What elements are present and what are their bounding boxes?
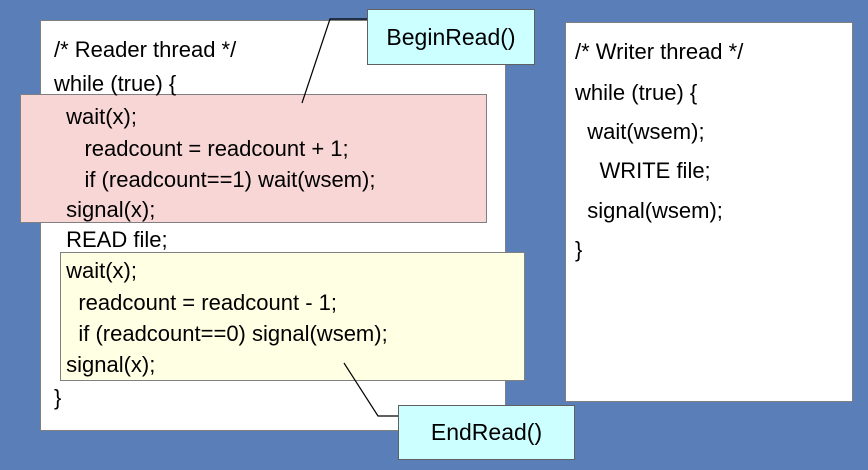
- writer-close-brace: }: [575, 237, 583, 262]
- begin-read-connector: [301, 18, 367, 104]
- reader-if-wait-line: if (readcount==1) wait(wsem);: [60, 167, 376, 192]
- begin-read-callout: BeginRead(): [367, 9, 535, 65]
- reader-while-line: while (true) {: [54, 71, 177, 96]
- reader-wait-x-line: wait(x);: [60, 104, 137, 129]
- writer-wait-wsem-line: wait(wsem);: [575, 119, 705, 144]
- reader-wait-x-line-2: wait(x);: [60, 258, 137, 283]
- writer-while-line: while (true) {: [575, 80, 698, 105]
- reader-signal-x-line: signal(x);: [60, 197, 156, 222]
- reader-signal-x-line-2: signal(x);: [60, 352, 156, 377]
- reader-increment-line: readcount = readcount + 1;: [60, 136, 349, 161]
- reader-decrement-line: readcount = readcount - 1;: [60, 290, 338, 315]
- end-read-connector: [343, 362, 401, 417]
- begin-read-highlight: [20, 94, 487, 223]
- writer-signal-wsem-line: signal(wsem);: [575, 198, 723, 223]
- end-read-callout: EndRead(): [398, 405, 575, 460]
- reader-comment: /* Reader thread */: [54, 37, 237, 62]
- reader-if-signal-line: if (readcount==0) signal(wsem);: [60, 321, 388, 346]
- end-read-highlight: [60, 252, 525, 381]
- reader-close-brace: }: [54, 385, 62, 410]
- reader-read-file-line: READ file;: [60, 227, 168, 252]
- writer-write-file-line: WRITE file;: [575, 158, 711, 183]
- writer-thread-panel: [565, 22, 853, 402]
- writer-comment: /* Writer thread */: [575, 39, 744, 64]
